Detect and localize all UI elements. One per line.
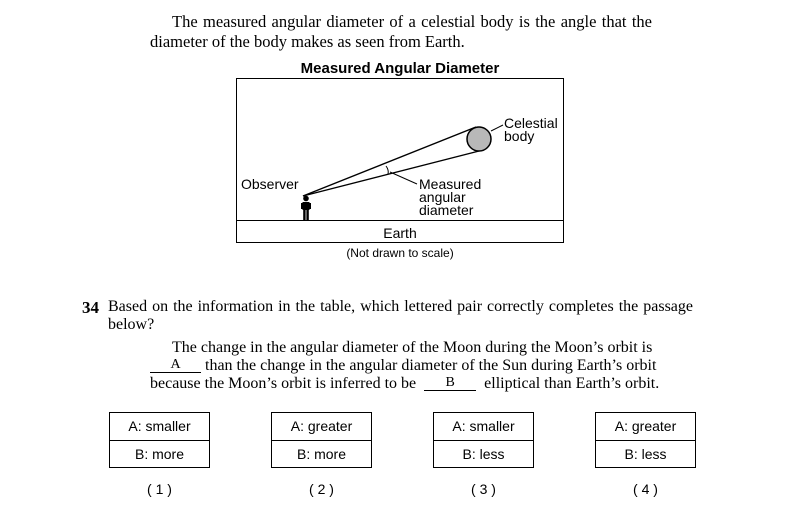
choice-1-a: A: smaller — [110, 413, 209, 441]
choice-2-number: ( 2 ) — [309, 481, 334, 497]
choice-4-b: B: less — [624, 445, 667, 462]
answer-choice-2[interactable]: A: greater B: more — [271, 412, 372, 468]
choice-2-a: A: greater — [272, 413, 371, 441]
choice-1-number: ( 1 ) — [147, 481, 172, 497]
celestial-label-1: Celestial — [504, 115, 558, 131]
earth-label: Earth — [383, 225, 417, 241]
answer-choice-3[interactable]: A: smaller B: less — [433, 412, 534, 468]
passage-line-3: because the Moon’s orbit is inferred to … — [150, 375, 659, 393]
intro-line-1: The measured angular diameter of a celes… — [172, 12, 652, 31]
choice-2-b: B: more — [296, 445, 346, 462]
angle-label-3: diameter — [419, 202, 474, 218]
figure-title: Measured Angular Diameter — [300, 60, 500, 77]
celestial-label-2: body — [504, 128, 535, 144]
celestial-body-circle — [466, 126, 492, 152]
angle-label-1: Measured — [419, 176, 482, 192]
choice-4-number: ( 4 ) — [633, 481, 658, 497]
choice-1-b: B: more — [134, 445, 184, 462]
earth-surface-line — [236, 220, 564, 221]
passage-line-3-text: elliptical than Earth’s orbit. — [484, 375, 660, 392]
passage-line-2: A than the change in the angular diamete… — [150, 357, 656, 375]
choice-4-a: A: greater — [596, 413, 695, 441]
answer-choice-4[interactable]: A: greater B: less — [595, 412, 696, 468]
passage-line-3-start: because the Moon’s orbit is inferred to … — [150, 375, 417, 392]
figure-caption: (Not drawn to scale) — [346, 246, 454, 260]
angle-label-2: angular — [419, 189, 466, 205]
question-stem-line-1: Based on the information in the table, w… — [108, 298, 693, 315]
question-number: 34 — [82, 298, 99, 317]
diagram-frame — [236, 78, 564, 243]
choice-3-a: A: smaller — [434, 413, 533, 441]
choice-3-number: ( 3 ) — [471, 481, 496, 497]
answer-choice-1[interactable]: A: smaller B: more — [109, 412, 210, 468]
blank-a: A — [150, 358, 201, 373]
celestial-leader-line — [490, 124, 504, 132]
question-stem-line-2: below? — [108, 316, 155, 333]
passage-line-2-text: than the change in the angular diameter … — [205, 357, 657, 374]
angle-leader-line — [389, 171, 418, 185]
intro-line-2: diameter of the body makes as seen from … — [150, 32, 465, 51]
person-icon — [301, 195, 311, 220]
passage-line-1: The change in the angular diameter of th… — [172, 339, 653, 356]
sight-line-upper — [302, 126, 477, 197]
angle-arc — [385, 165, 389, 175]
observer-label: Observer — [241, 176, 299, 192]
blank-b: B — [424, 376, 477, 391]
choice-3-b: B: less — [462, 445, 505, 462]
